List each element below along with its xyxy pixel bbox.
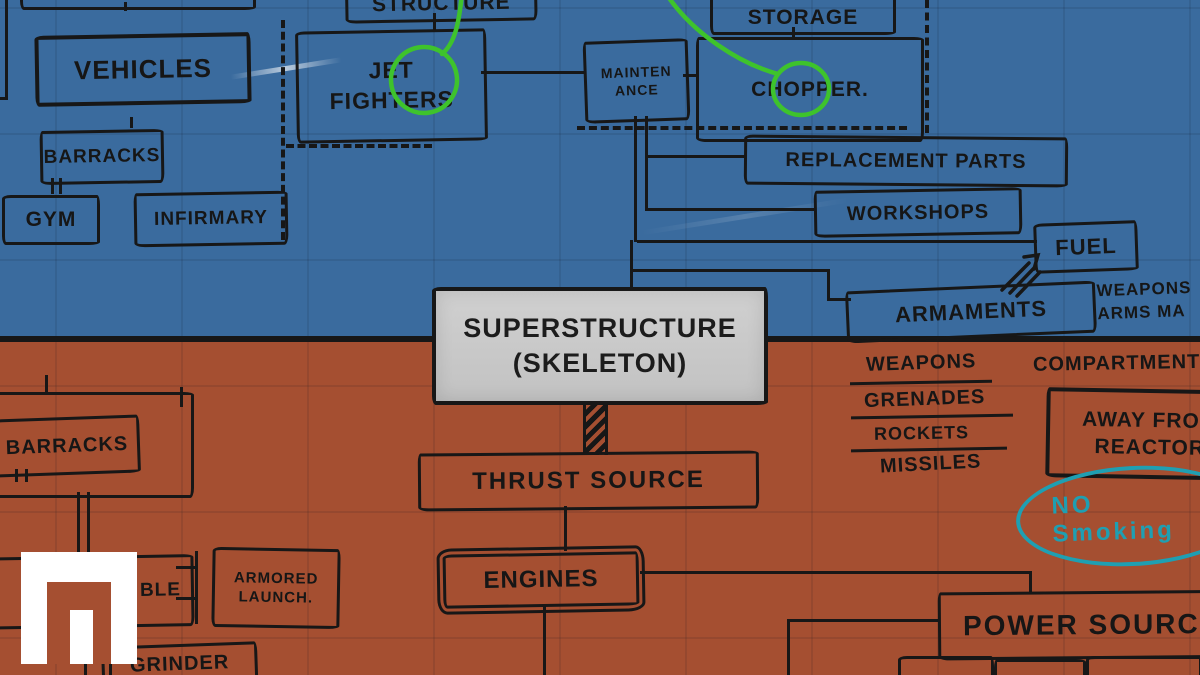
node-barracks-frame [0,392,194,498]
connector [630,240,633,272]
dashed-guide [925,0,929,133]
node-barracks-upper: BARRACKS [39,128,165,186]
connector [15,469,18,482]
connector [77,492,80,558]
h-logo-cutout [46,608,70,664]
connector [645,116,648,211]
connector [176,566,196,569]
connector [124,2,127,11]
connector [1029,571,1032,593]
node-power-source: POWER SOURCE [937,589,1200,661]
connector [564,506,567,551]
connector [640,571,1032,574]
connector [25,469,28,482]
connector [827,298,851,301]
connector [646,208,816,211]
node-fuel: FUEL [1033,220,1139,274]
node-superstructure: SUPERSTRUCTURE (SKELETON) [432,287,768,405]
node-maintenance: MAINTEN ANCE [582,38,691,124]
connector [433,13,436,30]
hatched-connector [583,397,608,455]
node-replacement-parts: REPLACEMENT PARTS [743,134,1069,188]
dashed-guide [286,144,432,148]
node-partial-bottom [994,659,1086,675]
connector [481,71,584,74]
connector [634,116,637,242]
connector [0,97,8,100]
note-no-smoking: NO Smoking [1051,491,1176,548]
ordnance-item: ROCKETS [873,422,970,444]
connector [646,155,746,158]
connector [180,387,183,407]
node-workshops: WORKSHOPS [813,187,1023,238]
node-gym: GYM [2,195,100,245]
connector [176,597,196,600]
connector [543,605,546,675]
connector [51,178,54,194]
note-weapons-arms: WEAPONS ARMS MA [1096,277,1192,324]
connector [130,117,133,128]
connector [195,551,198,624]
node-partial-bottom [898,656,994,675]
h-logo-cutout [46,582,112,611]
connector [787,619,940,622]
note-compartment: COMPARTMENT [1032,350,1200,376]
node-chopper: CHOPPER. [696,37,924,142]
connector [45,375,48,393]
h-logo-cutout [92,608,112,664]
node-vehicles: VEHICLES [34,32,252,107]
connector [59,178,62,194]
connector [87,492,90,558]
node-engines: ENGINES [436,544,646,616]
connector [787,619,790,675]
dashed-guide [577,126,907,130]
connector [630,269,830,272]
ordnance-item: GRENADES [863,385,986,413]
h-logo [21,552,137,664]
node-infirmary: INFIRMARY [133,190,289,248]
connector [630,272,633,289]
node-partial-bottom [1086,656,1200,675]
ordnance-item: WEAPONS [865,350,977,376]
node-partial-top-left [20,0,256,10]
dashed-guide [281,20,285,240]
node-barracks-lower: BARRACKS [0,414,141,478]
node-armored-launch: ARMORED LAUNCH. [211,546,341,630]
connector [637,240,1037,243]
node-armaments: ARMAMENTS [844,280,1098,344]
node-thrust-source: THRUST SOURCE [417,450,760,512]
ordnance-item: MISSILES [879,450,982,478]
connector [827,269,830,301]
connector [5,0,8,100]
node-storage: STORAGE [710,0,896,35]
node-structure-partial: STRUCTURE [344,0,538,24]
node-jet-fighters: JET FIGHTERS [295,28,488,144]
